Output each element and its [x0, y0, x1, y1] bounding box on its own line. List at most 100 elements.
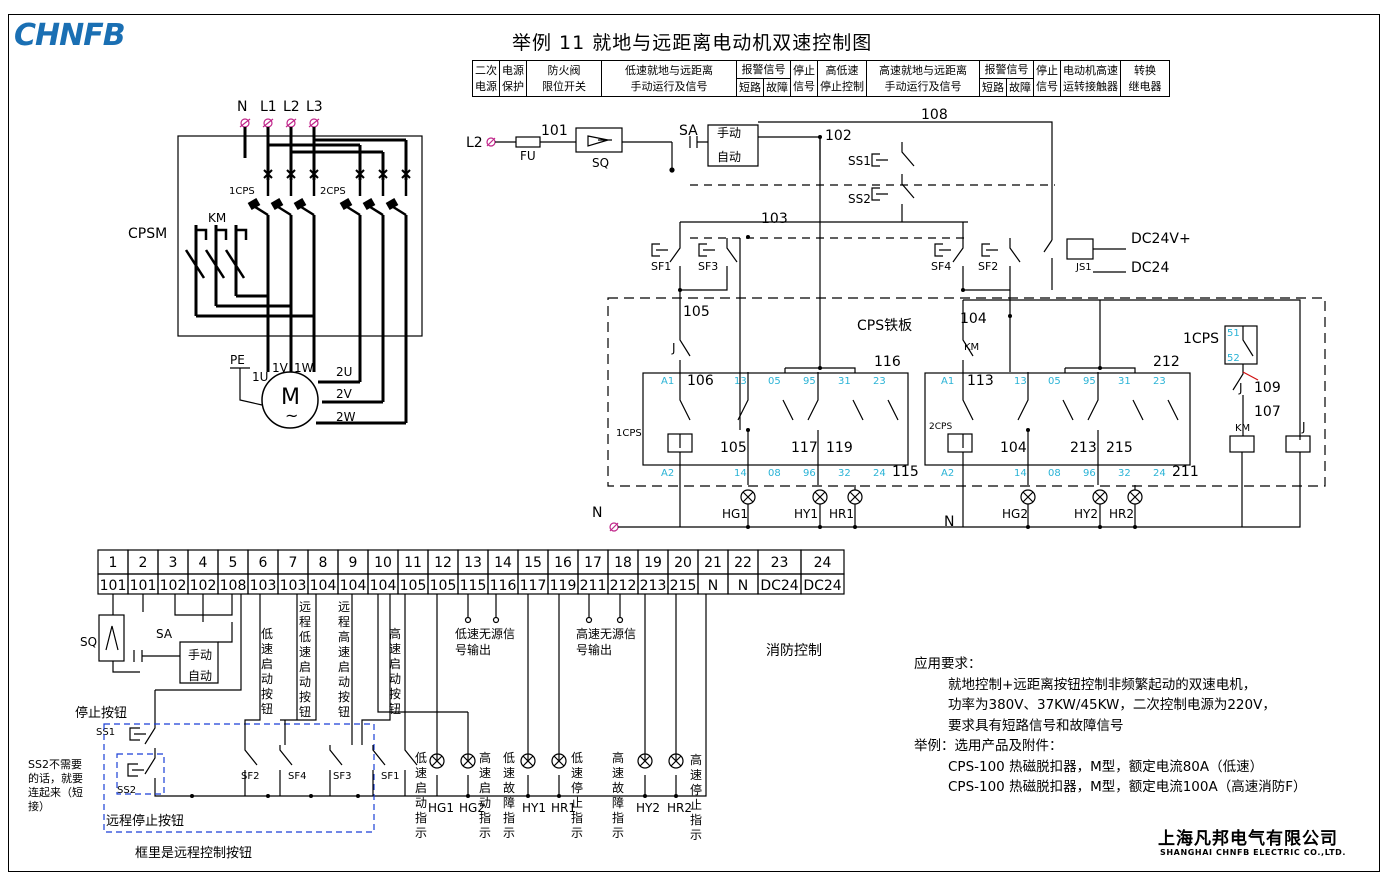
wire-105: 105 — [683, 304, 710, 320]
phase-n-label: N — [237, 99, 247, 115]
cps1-power-label: 1CPS — [229, 186, 255, 197]
hdr-col-11: 电动机高速运转接触器 — [1060, 60, 1121, 97]
terminal-wire: DC24 — [803, 578, 841, 594]
notes-product-1: CPS-100 热磁脱扣器，M型，额定电流80A（低速） — [948, 758, 1264, 775]
v-hg2: 高速启动指示 — [478, 751, 491, 840]
svg-text:A2: A2 — [661, 468, 674, 479]
j-coil-label: J — [1301, 420, 1306, 434]
notes-line-3: 要求具有短路信号和故障信号 — [948, 717, 1124, 734]
terminal-number: 24 — [814, 555, 832, 571]
remote-sa-manual: 手动 — [188, 648, 212, 662]
svg-text:HG1: HG1 — [428, 801, 454, 815]
n-label: N — [592, 505, 602, 521]
dc24p-label: DC24V+ — [1131, 231, 1191, 247]
remote-sq-box — [98, 614, 125, 662]
wire-104: 104 — [960, 311, 987, 327]
n-bus-label: N — [944, 514, 954, 530]
cps2-terms-bot: A2 14 08 96 32 24 — [941, 468, 1166, 479]
terminal-wire: 105 — [430, 578, 457, 594]
terminal-number: 21 — [704, 555, 722, 571]
motor-label: M — [281, 385, 300, 410]
sq-symbol — [587, 135, 612, 147]
hdr-col-8: 高速就地与远距离手动运行及信号 — [866, 60, 980, 97]
svg-text:51: 51 — [1227, 328, 1240, 339]
svg-text:213: 213 — [1070, 440, 1097, 456]
v-remote-low-btn: 远程低速启动按钮 — [298, 600, 311, 719]
svg-text:SF4: SF4 — [288, 771, 306, 782]
terminal-wire: N — [738, 578, 748, 594]
svg-text:24: 24 — [873, 468, 886, 479]
svg-text:HR1: HR1 — [829, 507, 854, 521]
wire-113: 113 — [967, 373, 994, 389]
wire-116: 116 — [874, 354, 901, 370]
terminal-wire: 102 — [160, 578, 187, 594]
terminal-block: 1101210131024102510861037103810491041010… — [97, 549, 845, 595]
sf1-label: SF1 — [651, 260, 671, 273]
terminal-number: 14 — [494, 555, 512, 571]
svg-text:96: 96 — [1083, 468, 1096, 479]
terminal-wire: 119 — [550, 578, 577, 594]
v-remote-high-btn: 远程高速启动按钮 — [337, 600, 350, 719]
terminal-number: 5 — [229, 555, 238, 571]
wire-107: 107 — [1254, 404, 1281, 420]
hdr-col-1: 二次电源 — [472, 60, 500, 97]
km-power-label: KM — [208, 211, 226, 225]
hdr-col-4: 低速就地与远距离手动运行及信号 — [601, 60, 737, 97]
phase-l3-label: L3 — [306, 99, 323, 115]
svg-text:23: 23 — [873, 376, 886, 387]
ss2-dashed-box — [116, 753, 165, 795]
km-coil-label: KM — [1235, 423, 1250, 434]
svg-text:32: 32 — [838, 468, 851, 479]
terminal-wire: 115 — [460, 578, 487, 594]
svg-text:HR1: HR1 — [551, 801, 576, 815]
cps1-unit — [642, 372, 909, 466]
junction-dots — [190, 135, 1137, 798]
km-coil — [1229, 435, 1255, 453]
svg-text:13: 13 — [1014, 376, 1027, 387]
motor-tilde: ~ — [285, 406, 298, 425]
lamp-labels-control: HG1 HY1 HR1 HG2 HY2 HR2 — [722, 507, 1134, 521]
svg-text:14: 14 — [734, 468, 747, 479]
svg-text:05: 05 — [768, 376, 781, 387]
terminal-number: 12 — [434, 555, 452, 571]
remote-sq-label: SQ — [80, 635, 97, 649]
sf4-label: SF4 — [931, 260, 951, 273]
svg-text:A1: A1 — [941, 376, 954, 387]
svg-text:HR2: HR2 — [667, 801, 692, 815]
high-nosrc-label: 高速无源信号输出 — [576, 627, 637, 657]
terminal-number: 17 — [584, 555, 602, 571]
terminal-wire: 212 — [610, 578, 637, 594]
svg-text:08: 08 — [768, 468, 781, 479]
svg-text:HY1: HY1 — [794, 507, 818, 521]
motor-symbol — [261, 371, 319, 429]
svg-text:HR2: HR2 — [1109, 507, 1134, 521]
km-contact-label: KM — [964, 342, 979, 353]
svg-text:14: 14 — [1014, 468, 1027, 479]
svg-text:HY2: HY2 — [636, 801, 660, 815]
wire-106: 106 — [687, 373, 714, 389]
terminal-wire: 104 — [370, 578, 397, 594]
svg-text:A1: A1 — [661, 376, 674, 387]
sf3-label: SF3 — [698, 260, 718, 273]
hdr-col-9a: 短路 — [979, 78, 1007, 97]
remote-buttons-box — [103, 723, 375, 833]
svg-text:31: 31 — [838, 376, 851, 387]
terminal-wire: 117 — [520, 578, 547, 594]
remote-sa-auto: 自动 — [188, 669, 212, 683]
svg-text:96: 96 — [803, 468, 816, 479]
svg-text:SF2: SF2 — [241, 771, 259, 782]
terminal-number: 22 — [734, 555, 752, 571]
j-aux-label: J — [1238, 381, 1243, 395]
box-note-label: 框里是远程控制按钮 — [135, 846, 252, 861]
cpsm-label: CPSM — [128, 226, 167, 242]
terminal-wire-cell — [800, 573, 845, 595]
fire-control-label: 消防控制 — [766, 643, 822, 659]
svg-text:95: 95 — [1083, 376, 1096, 387]
svg-text:05: 05 — [1048, 376, 1061, 387]
v-hy1: 低速故障指示 — [502, 751, 515, 840]
header-table: 二次电源 电源保护 防火阀限位开关 低速就地与远距离手动运行及信号 报警信号 停… — [472, 60, 1170, 97]
svg-text:23: 23 — [1153, 376, 1166, 387]
cps2-coil — [947, 433, 973, 453]
terminal-wire: 104 — [310, 578, 337, 594]
